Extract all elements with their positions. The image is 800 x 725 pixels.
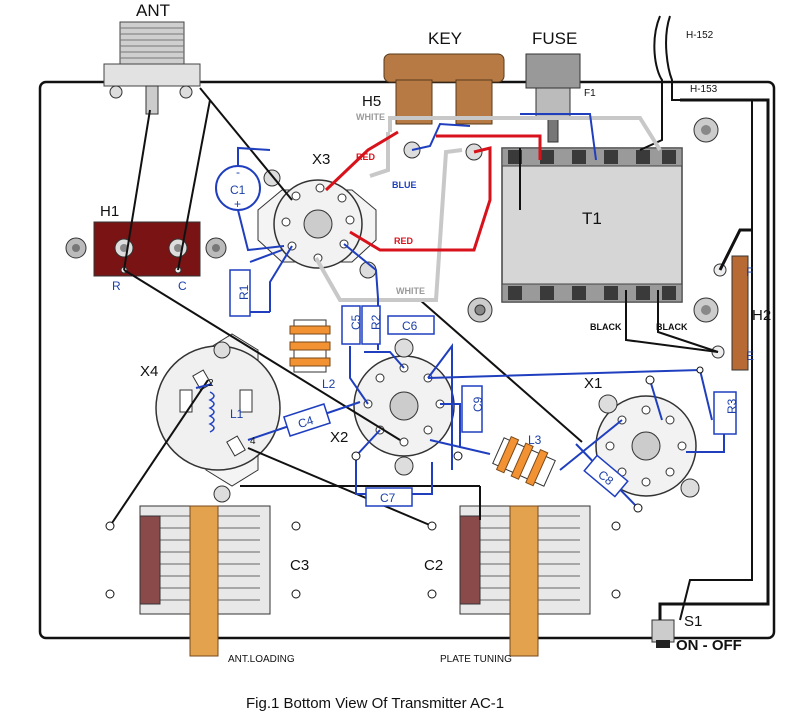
wire-label-black-left: BLACK <box>590 322 622 332</box>
label-x2: X2 <box>330 429 348 446</box>
wire-label-blue: BLUE <box>392 180 417 190</box>
label-l2: L2 <box>322 377 336 391</box>
transformer-t1 <box>501 147 683 303</box>
label-c1-plus: + <box>234 197 241 211</box>
label-r1: R1 <box>237 284 251 300</box>
wire-label-black-right: BLACK <box>656 322 688 332</box>
label-t1: T1 <box>582 209 602 228</box>
label-s1: S1 <box>684 613 702 630</box>
black-wires <box>109 15 770 621</box>
capacitor-c8 <box>583 454 629 498</box>
capacitor-c7 <box>365 487 413 507</box>
label-x1: X1 <box>584 375 602 392</box>
variable-capacitor-c2 <box>459 505 591 657</box>
resistor-r1 <box>229 269 251 317</box>
label-x4: X4 <box>140 363 158 380</box>
label-plate-tuning: PLATE TUNING <box>440 654 512 665</box>
resistor-r3 <box>713 391 737 435</box>
label-c6: C6 <box>402 319 418 333</box>
label-c1: C1 <box>230 183 246 197</box>
white-wires <box>314 116 662 302</box>
capacitor-c9 <box>461 385 483 433</box>
capacitor-c5 <box>341 305 361 345</box>
label-c5: C5 <box>349 314 363 330</box>
label-c2: C2 <box>424 557 443 574</box>
chassis-screws <box>467 297 493 323</box>
wire-label-red-mid: RED <box>394 236 414 246</box>
label-h1-c: C <box>178 279 187 293</box>
label-c7: C7 <box>380 491 396 505</box>
coil-socket-x4 <box>155 333 281 503</box>
wire-label-red-top: RED <box>356 152 376 162</box>
label-c3: C3 <box>290 557 309 574</box>
label-c9: C9 <box>471 396 485 412</box>
terminal-strip-h1 <box>65 221 227 277</box>
tube-socket-x3 <box>257 169 377 279</box>
resistor-r2 <box>361 305 381 345</box>
capacitor-c6 <box>387 315 435 335</box>
power-switch-s1 <box>651 619 675 648</box>
label-f1: F1 <box>584 88 596 99</box>
label-c1-minus: - <box>236 165 240 179</box>
label-h2-e: E <box>746 349 754 363</box>
key-jack <box>383 53 505 161</box>
red-wires <box>324 130 542 252</box>
label-x3: X3 <box>312 151 330 168</box>
tube-socket-x2 <box>353 338 455 476</box>
label-ant-loading: ANT.LOADING <box>228 654 295 665</box>
label-c4: C4 <box>296 413 315 431</box>
terminal-strip-h2 <box>693 117 749 371</box>
wire-label-white-low: WHITE <box>396 286 425 296</box>
label-x4-pin2: 2 <box>208 378 214 389</box>
label-on-off: ON - OFF <box>676 637 742 654</box>
label-l1: L1 <box>230 407 244 421</box>
choke-l2 <box>289 319 331 373</box>
antenna-connector <box>103 21 201 115</box>
label-ant: ANT <box>136 1 170 20</box>
variable-capacitor-c3 <box>139 505 271 657</box>
label-fuse: FUSE <box>532 29 577 48</box>
label-h1: H1 <box>100 203 119 220</box>
wire-label-white-top: WHITE <box>356 112 385 122</box>
solder-lugs <box>105 366 704 599</box>
fuse-holder <box>525 53 581 143</box>
label-x4-pin4: 4 <box>250 436 256 447</box>
label-h5: H5 <box>362 93 381 110</box>
label-h153: H-153 <box>690 84 718 95</box>
label-key: KEY <box>428 29 462 48</box>
label-h2: H2 <box>752 307 771 324</box>
label-h152: H-152 <box>686 30 714 41</box>
label-l3: L3 <box>528 433 542 447</box>
label-r3: R3 <box>725 398 739 414</box>
figure-caption: Fig.1 Bottom View Of Transmitter AC-1 <box>246 695 504 712</box>
label-r2: R2 <box>369 314 383 330</box>
capacitor-c4 <box>282 403 332 437</box>
label-h2-f: F <box>746 265 753 279</box>
label-h1-r: R <box>112 279 121 293</box>
coil-l1 <box>208 391 215 433</box>
choke-l3 <box>492 435 556 487</box>
